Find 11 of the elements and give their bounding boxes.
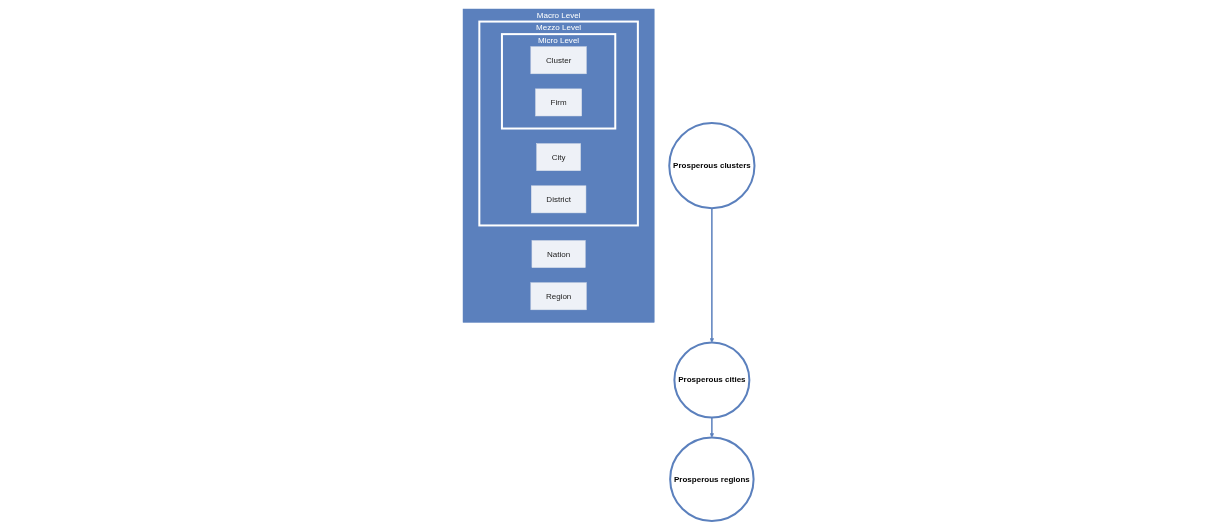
node-box: Cluster [530, 45, 587, 74]
node-box: Nation [531, 239, 586, 268]
node-box: Region [530, 281, 587, 310]
node-box: District [531, 185, 587, 213]
node-box: Firm [535, 88, 583, 116]
node-circle: Prosperous cities [673, 340, 751, 418]
node-box: City [536, 142, 582, 171]
arrow [709, 416, 715, 438]
arrow [709, 207, 715, 343]
node-circle: Prosperous clusters [668, 121, 756, 209]
node-circle: Prosperous regions [669, 436, 755, 522]
